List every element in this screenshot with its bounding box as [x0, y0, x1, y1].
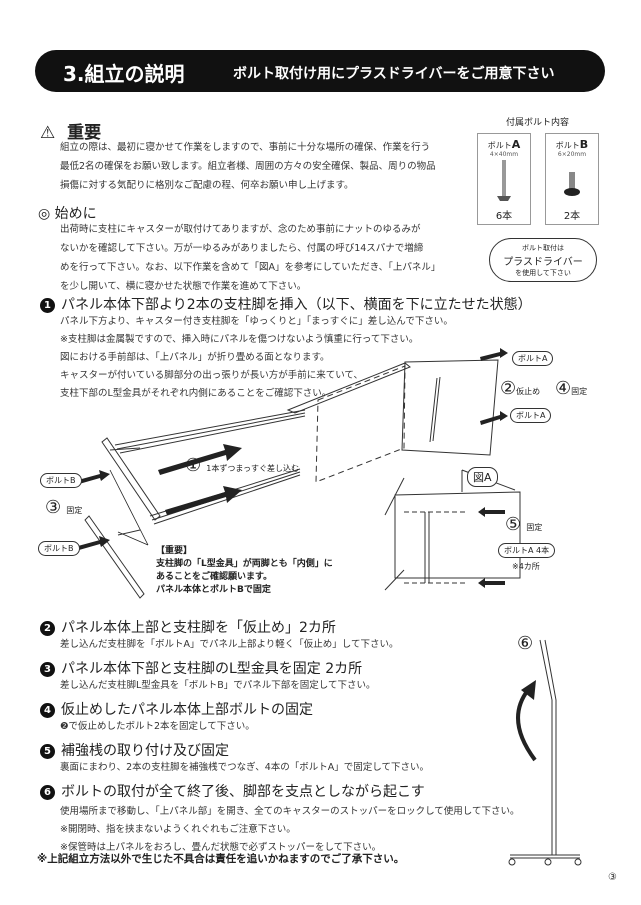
important-title: 重要	[67, 123, 102, 143]
intro-heading: ◎ 始めに	[38, 203, 97, 223]
text-line: を少し開いて、横に寝かせた状態で作業を進めて下さい。	[60, 281, 307, 292]
step-title: パネル本体下部と支柱脚のL型金具を固定 2カ所	[61, 661, 363, 677]
text-line: ※支柱脚は金属製ですので、挿入時にパネルを傷つけないよう慎重に行って下さい。	[60, 334, 419, 345]
text-line: 使用場所まで移動し、「上パネル部」を開き、全てのキャスターのストッパーをロックし…	[60, 806, 520, 817]
step-title: パネル本体下部より2本の支柱脚を挿入（以下、横面を下に立たせた状態）	[61, 297, 532, 313]
bolt-name: ボルト	[487, 141, 512, 150]
bolt-b-box: ボルトB 6×20mm 2本	[545, 133, 599, 225]
page-number: ③	[608, 872, 617, 883]
label-text: 固定	[571, 387, 588, 396]
callout-line: パネル本体とボルトBで固定	[156, 585, 271, 595]
double-circle-icon: ◎	[38, 206, 51, 222]
step-number-icon: 6	[40, 785, 55, 800]
label-text: 固定	[66, 506, 83, 515]
important-heading: ⚠ 重要	[40, 118, 101, 143]
text-line: ❷で仮止めしたボルト2本を固定して下さい。	[60, 721, 255, 732]
text-line: めを行って下さい。なお、以下作業を含めて「図A」を参考にしていただき、「上パネル…	[60, 262, 441, 273]
bolt-letter: A	[511, 138, 521, 151]
step-number-icon: 1	[40, 298, 55, 313]
step-number-icon: 4	[40, 703, 55, 718]
text-line: キャスターが付いている脚部分の出っ張りが長い方が手前に来ていて、	[60, 370, 363, 381]
bolt-letter: B	[579, 138, 589, 151]
step-title: 仮止めしたパネル本体上部ボルトの固定	[61, 702, 313, 718]
note-line: プラスドライバー	[503, 257, 583, 268]
bolt-a-label: ボルトA	[512, 351, 554, 366]
bolts-title: 付属ボルト内容	[506, 118, 570, 128]
intro-title: 始めに	[54, 206, 97, 222]
bolt-size: 4×40mm	[489, 151, 519, 158]
section-subtitle: ボルト取付け用にプラスドライバーをご用意下さい	[233, 66, 555, 82]
screwdriver-note: ボルト取付は プラスドライバー を使用して下さい	[489, 238, 597, 282]
callout-line: 支柱脚の「L型金具」が両脚とも「内側」に	[156, 559, 333, 569]
step-1-heading: 1 パネル本体下部より2本の支柱脚を挿入（以下、横面を下に立たせた状態）	[40, 294, 532, 314]
section-header: 3.組立の説明 ボルト取付け用にプラスドライバーをご用意下さい	[35, 50, 605, 92]
callout-line: あることをご確認願います。	[156, 572, 273, 582]
step-number-icon: 5	[40, 744, 55, 759]
text-line: 差し込んだ支柱脚L型金具を「ボルトB」でパネル下部を固定して下さい。	[60, 680, 376, 691]
important-callout: 【重要】 支柱脚の「L型金具」が両脚とも「内側」に あることをご確認願います。 …	[156, 545, 333, 597]
circle-4: ④	[555, 378, 572, 399]
footer-note: ※上記組立方法以外で生じた不具合は責任を追いかねますのでご了承下さい。	[37, 853, 405, 865]
step-5: 5 補強桟の取り付け及び固定裏面にまわり、2本の支柱脚を補強桟でつなぎ、4本の「ボ…	[40, 740, 510, 781]
steps-list: 2 パネル本体上部と支柱脚を「仮止め」2カ所差し込んだ支柱脚を「ボルトA」でパネル…	[40, 617, 520, 857]
important-text: 組立の際は、最初に寝かせて作業をしますので、事前に十分な場所の確保、作業を行う …	[60, 138, 436, 195]
bolt-a4-label: ボルトA 4本	[498, 543, 556, 558]
step-title: パネル本体上部と支柱脚を「仮止め」2カ所	[61, 620, 336, 636]
circle-6: ⑥	[517, 633, 534, 654]
text-line: 出荷時に支柱にキャスターが取付けてありますが、念のため事前にナットのゆるみが	[60, 224, 421, 235]
text-line: ないかを確認して下さい。万が一ゆるみがありましたら、付属の呼び14スパナで増締	[60, 243, 424, 254]
bolt-size: 6×20mm	[557, 151, 587, 158]
label-5: ⑤ 固定	[505, 514, 542, 535]
bolt-a-icon	[497, 160, 511, 201]
text-line: 損傷に対する気配りに格別なご配慮の程、何卒お願い申し上げます。	[60, 180, 354, 191]
step-title: 補強桟の取り付け及び固定	[61, 743, 229, 759]
circle-1: ①	[185, 455, 202, 476]
label-text: 1本ずつまっすぐ差し込む	[206, 464, 300, 473]
bolt-a-box: ボルトA 4×40mm 6本	[477, 133, 531, 225]
section-title: 3.組立の説明	[63, 62, 185, 86]
text-line: ※保管時は上パネルをおろし、畳んだ状態で必ずストッパーをして下さい。	[60, 842, 382, 853]
label-4: ④固定	[555, 378, 587, 399]
callout-title: 【重要】	[156, 546, 193, 556]
circle-3: ③	[45, 497, 62, 518]
text-line: 差し込んだ支柱脚を「ボルトA」でパネル上部より軽く「仮止め」して下さい。	[60, 639, 399, 650]
note-line: を使用して下さい	[515, 269, 571, 277]
text-line: 図における手前部は、「上パネル」が折り畳める面となります。	[60, 352, 330, 363]
bolt-b-icon	[564, 172, 580, 196]
step-number-icon: 3	[40, 662, 55, 677]
note-line: ボルト取付は	[522, 244, 564, 252]
bolt-a-label: ボルトA	[510, 408, 552, 423]
label-text: 固定	[526, 523, 543, 532]
step-number-icon: 2	[40, 621, 55, 636]
label-text: 仮止め	[516, 387, 541, 396]
step-3: 3 パネル本体下部と支柱脚のL型金具を固定 2カ所差し込んだ支柱脚L型金具を「ボル…	[40, 658, 510, 699]
bolt-qty: 2本	[563, 211, 581, 222]
figure-a-label: 図A	[467, 467, 498, 487]
label-2: ②仮止め	[500, 378, 540, 399]
bolt-b-label: ボルトB	[38, 541, 80, 556]
bolt-b-label: ボルトB	[40, 473, 82, 488]
circle-5: ⑤	[505, 514, 522, 535]
four-places-note: ※4カ所	[512, 562, 540, 571]
step-title: ボルトの取付が全て終了後、脚部を支点としながら起こす	[61, 784, 425, 800]
label-3: ③ 固定	[45, 497, 82, 518]
step-1-text: パネル下方より、キャスター付き支柱脚を「ゆっくりと」「まっすぐに」差し込んで下さ…	[60, 313, 453, 403]
text-line: 最低2名の確保をお願い致します。組立者様、周囲の方々の安全確保、製品、周りの物品	[60, 161, 436, 172]
step-4: 4 仮止めしたパネル本体上部ボルトの固定 ❷で仮止めしたボルト2本を固定して下さい。	[40, 699, 510, 740]
bolt-qty: 6本	[495, 211, 513, 222]
bolt-name: ボルト	[555, 141, 580, 150]
text-line: 裏面にまわり、2本の支柱脚を補強桟でつなぎ、4本の「ボルトA」で固定して下さい。	[60, 762, 429, 773]
warning-icon: ⚠	[40, 123, 56, 143]
step-6: 6 ボルトの取付が全て終了後、脚部を支点としながら起こす 使用場所まで移動し、「上…	[40, 781, 520, 857]
intro-text: 出荷時に支柱にキャスターが取付けてありますが、念のため事前にナットのゆるみが な…	[60, 220, 440, 296]
text-line: ※開閉時、指を挟まないようくれぐれもご注意下さい。	[60, 824, 296, 835]
text-line: 組立の際は、最初に寝かせて作業をしますので、事前に十分な場所の確保、作業を行う	[60, 142, 431, 153]
text-line: 支柱下部のL型金具がそれぞれ内側にあることをご確認下さい。	[60, 388, 332, 399]
step-2: 2 パネル本体上部と支柱脚を「仮止め」2カ所差し込んだ支柱脚を「ボルトA」でパネル…	[40, 617, 510, 658]
text-line: パネル下方より、キャスター付き支柱脚を「ゆっくりと」「まっすぐに」差し込んで下さ…	[60, 316, 453, 327]
circle-2: ②	[500, 378, 517, 399]
label-1: ① 1本ずつまっすぐ差し込む	[185, 455, 299, 476]
